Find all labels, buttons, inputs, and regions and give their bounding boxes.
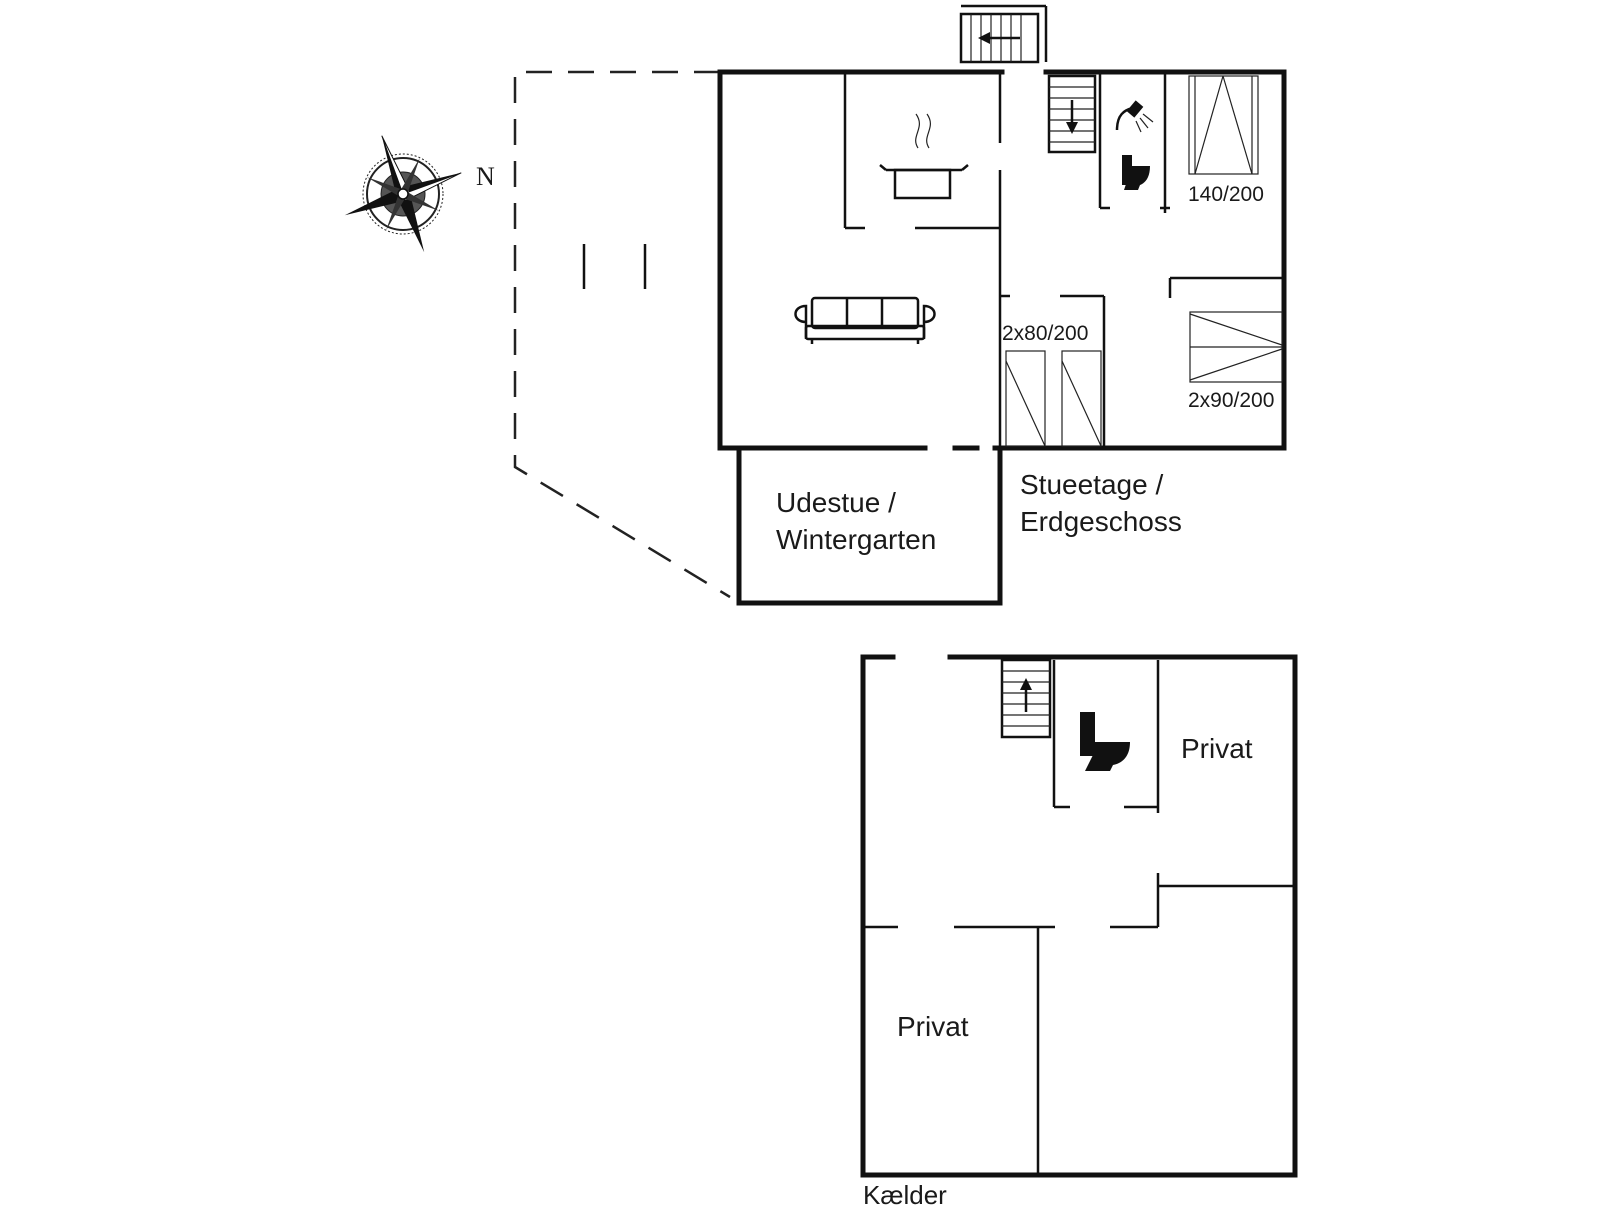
bed-icon [1189, 311, 1283, 383]
room-label-private: Privat [897, 1011, 969, 1042]
floor-label-basement: Kælder [863, 1180, 947, 1205]
basement: Privat Privat Kælder [860, 654, 1298, 1205]
compass-rose-icon [344, 135, 462, 253]
toilet-icon [1122, 155, 1150, 190]
conservatory-label-de: Wintergarten [776, 524, 936, 555]
bed-size-label: 140/200 [1188, 183, 1264, 206]
conservatory-wall [736, 449, 1003, 606]
stairs-icon [959, 4, 1048, 64]
stairs-icon [1000, 658, 1052, 739]
conservatory-label-da: Udestue / [776, 487, 896, 518]
terrace-outline [513, 70, 731, 599]
cooking-pot-icon [879, 113, 969, 200]
sofa-icon [794, 296, 936, 344]
stairs-icon [1047, 74, 1097, 154]
exterior-wall [717, 69, 1005, 451]
shower-icon [1115, 100, 1154, 133]
floor-label-da: Stueetage / [1020, 469, 1163, 500]
bed-size-label: 2x80/200 [1002, 322, 1088, 345]
bed-size-label: 2x90/200 [1188, 389, 1274, 412]
ground-floor: 140/200 2x80/200 2x90/200 Udestue / Wint… [513, 4, 1287, 606]
toilet-icon [1080, 712, 1130, 771]
bed-icon [1188, 75, 1259, 175]
north-label: N [476, 162, 495, 191]
bed-icon [1005, 350, 1102, 447]
exterior-wall [860, 654, 1298, 1178]
floor-label-de: Erdgeschoss [1020, 506, 1182, 537]
room-label-private: Privat [1181, 733, 1253, 764]
